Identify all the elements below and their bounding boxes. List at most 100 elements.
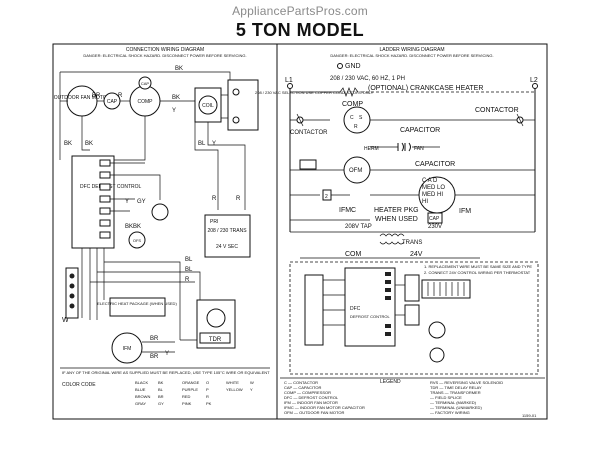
connection-panel: CONNECTION WIRING DIAGRAM DANGER: ELECTR… [54, 47, 374, 406]
svg-text:R: R [206, 394, 209, 399]
svg-text:— TERMINAL (MARKED): — TERMINAL (MARKED) [430, 400, 477, 405]
ladder-trans-label: TRANS [402, 240, 422, 246]
electric-heat-package [109, 297, 166, 317]
comp-capacitor [138, 76, 152, 90]
wire-label-br-2: BR [150, 336, 159, 342]
color-code-title: COLOR CODE [62, 382, 96, 388]
heater-pkg-label: HEATER PKG [374, 207, 419, 214]
svg-text:FAN: FAN [414, 146, 424, 152]
fan-cap-label: CAP [107, 99, 118, 105]
svg-text:IFM — INDOOR FAN MOTOR: IFM — INDOOR FAN MOTOR [284, 400, 338, 405]
comp-cap-label: CAP [141, 81, 150, 86]
ifmc-label: IFMC [339, 207, 356, 214]
thermostat-terminal-strip [65, 267, 79, 319]
svg-text:PINK: PINK [182, 401, 192, 406]
svg-text:DFC — DEFROST CONTROL: DFC — DEFROST CONTROL [284, 395, 339, 400]
wire-label-bk-2: BK [172, 95, 180, 101]
connection-warning: DANGER: ELECTRICAL SHOCK HAZARD. DISCONN… [83, 53, 246, 58]
contactor-left-label: CONTACTOR [290, 130, 328, 136]
ladder-dfc-label: DFC [350, 306, 361, 312]
ifm-speed-1: C A D [422, 178, 438, 184]
ladder-defrost-label: DEFROST CONTROL [350, 314, 390, 319]
tdr-label: TDR [209, 337, 222, 343]
svg-text:OFM — OUTDOOR FAN MOTOR: OFM — OUTDOOR FAN MOTOR [284, 410, 344, 415]
wire-label-bk-4: BK [85, 141, 93, 147]
svg-text:R: R [354, 124, 358, 130]
svg-text:ORANGE: ORANGE [182, 380, 200, 385]
legend-right: RVS — REVERSING VALVE SOLENOID TDR — TIM… [430, 380, 503, 415]
ofs-label: OFS [133, 238, 142, 243]
svg-text:BR: BR [158, 394, 164, 399]
dfc-pins [385, 272, 391, 336]
svg-text:C: C [350, 115, 354, 121]
ladder-warning: DANGER: ELECTRICAL SHOCK HAZARD. DISCONN… [330, 53, 493, 58]
l1-label: L1 [285, 77, 293, 84]
tap-230-label: 230V [428, 224, 442, 230]
coil-label: COIL [202, 103, 214, 109]
wire-label-w: W [62, 317, 69, 324]
wire-label-bk-3: BK [64, 141, 72, 147]
wire-label-y-2: Y [212, 141, 216, 147]
wire-label-bk: BK [175, 66, 183, 72]
wire-label-r-2: R [212, 196, 217, 202]
svg-text:COMP — COMPRESSOR: COMP — COMPRESSOR [284, 390, 331, 395]
trans-sec-label: 24 V SEC [216, 244, 238, 250]
wire-label-r-3: R [236, 196, 241, 202]
ladder-heading: LADDER WIRING DIAGRAM [379, 47, 444, 53]
wire-label-y-3: Y [125, 199, 129, 205]
ifm-label: IFM [123, 346, 132, 352]
svg-text:Y: Y [250, 387, 253, 392]
capacitor1-label: CAPACITOR [400, 127, 440, 134]
trans-secondary [379, 241, 405, 245]
ifm-speed-3: MED HI [422, 192, 443, 198]
transformer [204, 214, 251, 258]
wire-label-y: Y [172, 108, 176, 114]
ifm-cap [427, 212, 443, 224]
svg-text:IFMC — INDOOR FAN MOTOR CAPACI: IFMC — INDOOR FAN MOTOR CAPACITOR [284, 405, 365, 410]
svg-text:YELLOW: YELLOW [226, 387, 243, 392]
svg-text:TDR — TIME DELAY RELAY: TDR — TIME DELAY RELAY [430, 385, 482, 390]
svg-text:BLACK: BLACK [135, 380, 148, 385]
svg-text:GY: GY [158, 401, 164, 406]
ifm-speed-2: MED LO [422, 185, 445, 191]
site-watermark: AppliancePartsPros.com [232, 4, 368, 18]
svg-text:BROWN: BROWN [135, 394, 150, 399]
indoor-fan-motor [111, 332, 143, 364]
ladder-panel: LADDER WIRING DIAGRAM DANGER: ELECTRICAL… [280, 47, 545, 418]
dfc-terminals [99, 159, 111, 239]
svg-text:WHITE: WHITE [226, 380, 239, 385]
svg-text:PK: PK [206, 401, 212, 406]
svg-text:GRAY: GRAY [135, 401, 146, 406]
svg-text:RVS — REVERSING VALVE SOLENOID: RVS — REVERSING VALVE SOLENOID [430, 380, 503, 385]
wire-label-bk-5: BK [125, 224, 133, 230]
wire-label-bk-6: BK [133, 224, 141, 230]
svg-text:BLUE: BLUE [135, 387, 146, 392]
wire-label-br-3: BR [150, 354, 159, 360]
wire-label-bl-3: BL [185, 267, 193, 273]
svg-text:PURPLE: PURPLE [182, 387, 198, 392]
contactor-right-label: CONTACTOR [475, 107, 519, 114]
ifm-speed-4: HI [422, 199, 428, 205]
terminal-block [227, 79, 259, 131]
ladder-ofm-label: OFM [349, 168, 362, 174]
ifm-cap-label: CAP [429, 216, 440, 222]
ladder-legend-title: LEGEND [380, 379, 401, 385]
wire-label-bl-2: BL [185, 257, 193, 263]
vac-note: 208 / 230 VAC SELECTION USE COPPER CONDU… [255, 90, 374, 95]
heat-pkg-label: ELECTRIC HEAT PACKAGE (WHEN USED) [97, 301, 177, 306]
comp-label: COMP [138, 99, 154, 105]
outdoor-fan-label: OUTDOOR FAN MOTOR [54, 95, 111, 101]
page-title: 5 TON MODEL [235, 20, 365, 40]
outdoor-fan-motor [66, 85, 98, 117]
rvs-solenoid [151, 203, 169, 221]
ladder-comp-label: COMP [342, 101, 363, 108]
crankcase-heater [339, 87, 359, 97]
capacitor2-label: CAPACITOR [415, 161, 455, 168]
wire-label-bl: BL [198, 141, 206, 147]
wire-label-r-4: R [185, 277, 190, 283]
connection-heading: CONNECTION WIRING DIAGRAM [126, 47, 204, 53]
rvs-ladder [428, 321, 446, 339]
gnd-label: GND [345, 63, 361, 70]
